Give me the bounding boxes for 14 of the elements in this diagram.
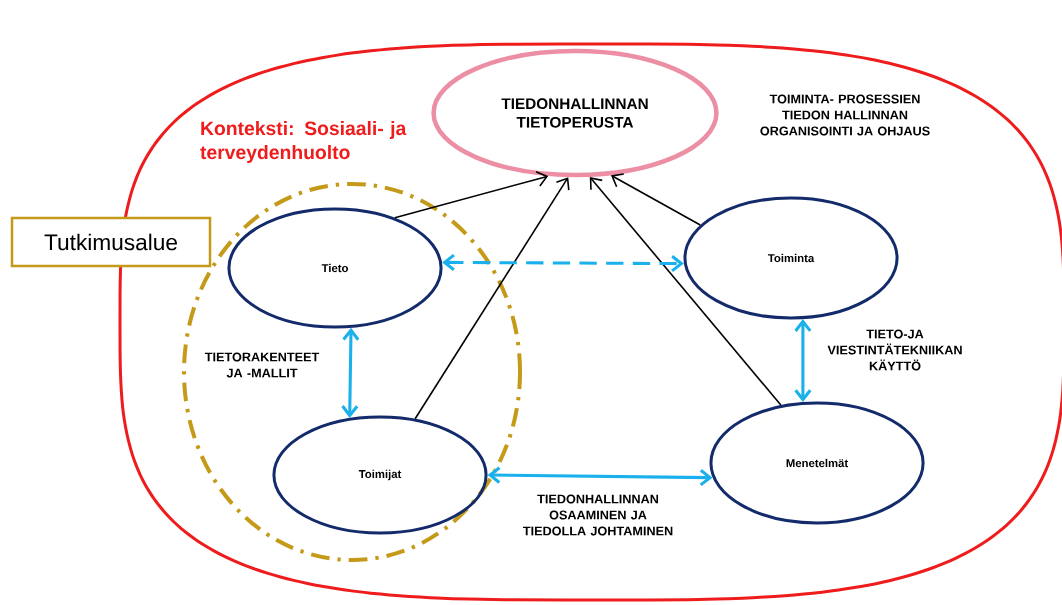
edge-label: TIEDONHALLINNAN OSAAMINEN JA TIEDOLLA JOHTAMINEN (523, 494, 673, 536)
arrow (589, 176, 782, 406)
edge-label: TIETO-JA VIESTINTÄTEKNIIKAN KÄYTTÖ (827, 329, 962, 371)
area-label-box: Tutkimusalue (10, 216, 212, 268)
arrow (341, 327, 360, 418)
edge-label: TIETORAKENTEET JA -MALLIT (204, 352, 320, 378)
note-text: TOIMINTA- PROSESSIEN TIEDON HALLINNAN ORGANISOINTI JA OHJAUS (760, 94, 930, 136)
arrow (414, 177, 570, 420)
arrow (794, 319, 812, 403)
arrow (610, 173, 702, 226)
arrow (442, 253, 684, 273)
arrow (394, 171, 549, 219)
research-area-circle (182, 182, 522, 562)
arrow (487, 466, 713, 487)
